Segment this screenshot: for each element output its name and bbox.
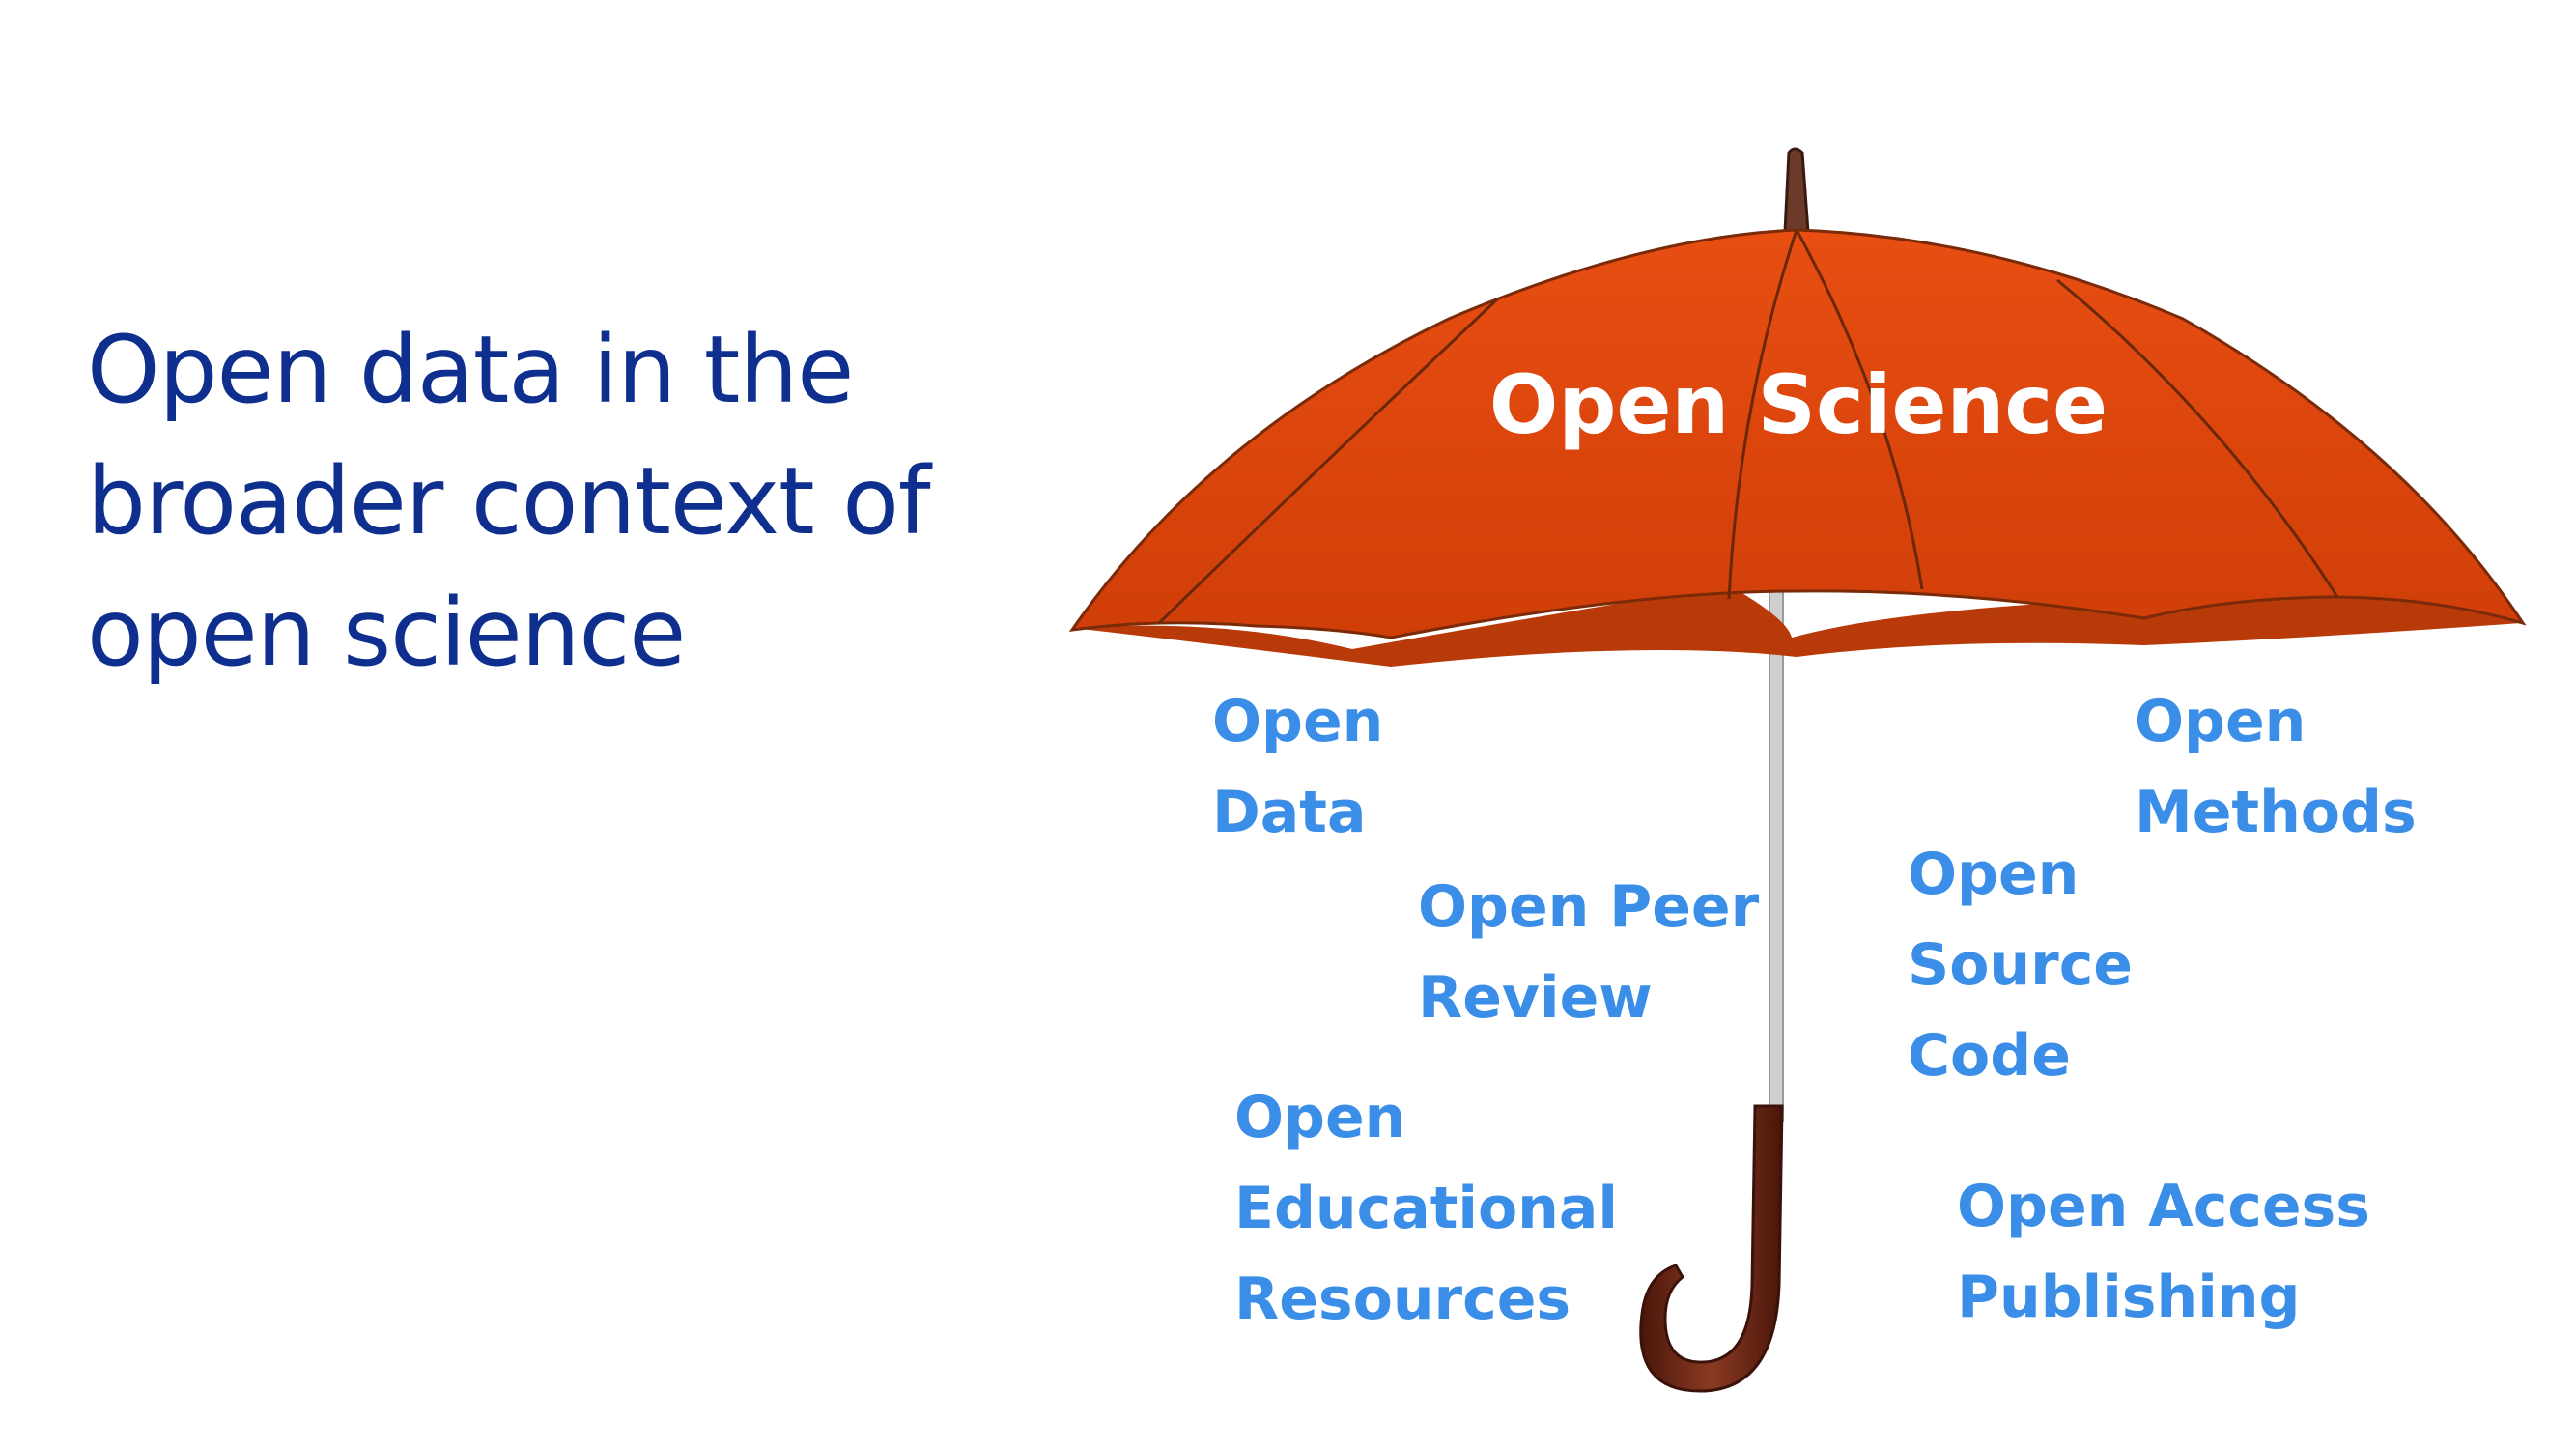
umbrella-ribs <box>1157 229 2339 625</box>
term-open-peer-review-line-1: Open Peer <box>1418 873 1760 941</box>
umbrella-canopy <box>1068 228 2527 639</box>
term-open-data-line-2: Data <box>1212 779 1367 846</box>
slide-title: Open data in the broader context of open… <box>87 304 1014 698</box>
umbrella-shaft <box>1769 579 1784 1122</box>
term-open-access-publishing-line-1: Open Access <box>1957 1173 2370 1240</box>
term-open-access-publishing: Open Access Publishing <box>1957 1161 2370 1343</box>
term-open-data-line-1: Open <box>1212 688 1384 755</box>
term-open-access-publishing-line-2: Publishing <box>1957 1264 2301 1331</box>
term-open-source-code-line-1: Open <box>1908 840 2080 908</box>
term-open-source-code-line-2: Source <box>1908 931 2133 999</box>
slide-title-line-1: Open data in the <box>87 316 854 424</box>
umbrella-handle <box>1639 1104 1784 1393</box>
slide-title-line-2: broader context of <box>87 447 931 555</box>
term-open-educational-resources-line-2: Educational <box>1234 1175 1618 1242</box>
term-open-educational-resources: Open Educational Resources <box>1234 1072 1618 1345</box>
term-open-source-code: Open Source Code <box>1908 829 2133 1101</box>
term-open-methods: Open Methods <box>2135 676 2417 858</box>
term-open-educational-resources-line-3: Resources <box>1234 1265 1571 1333</box>
term-open-peer-review-line-2: Review <box>1418 964 1653 1032</box>
term-open-data: Open Data <box>1212 676 1383 858</box>
slide-title-line-3: open science <box>87 579 686 687</box>
umbrella-tip <box>1783 147 1810 234</box>
term-open-source-code-line-3: Code <box>1908 1022 2071 1090</box>
term-open-peer-review: Open Peer Review <box>1418 862 1759 1043</box>
umbrella-label: Open Science <box>1489 357 2108 452</box>
term-open-methods-line-2: Methods <box>2135 779 2417 846</box>
term-open-educational-resources-line-1: Open <box>1234 1084 1406 1151</box>
term-open-methods-line-1: Open <box>2135 688 2307 755</box>
